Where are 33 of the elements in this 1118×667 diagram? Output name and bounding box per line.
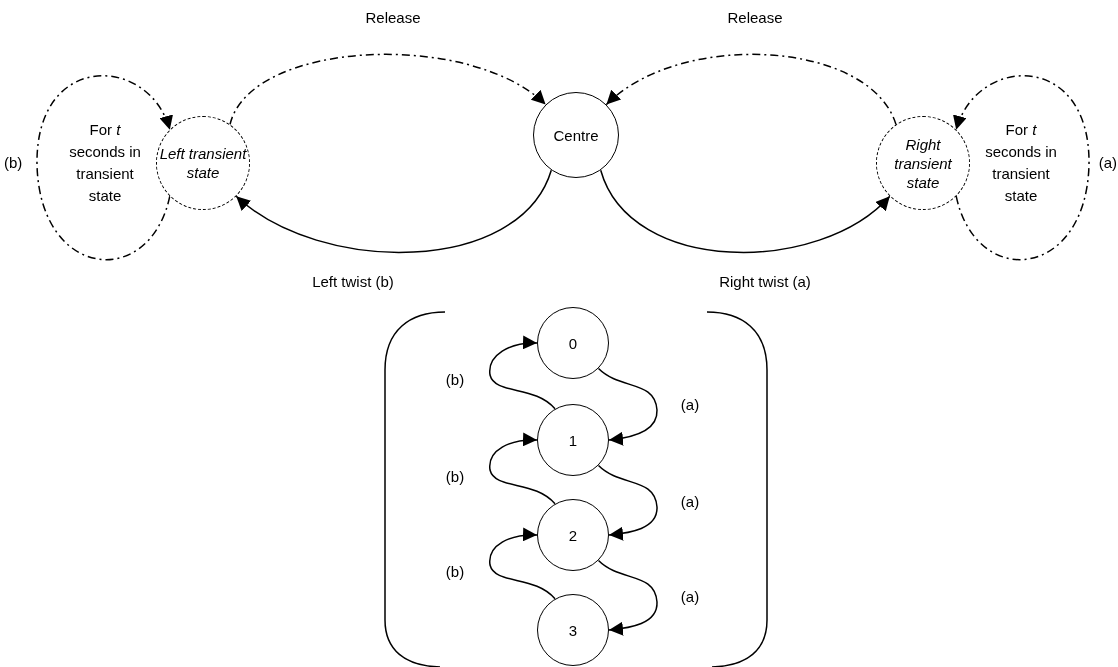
edge-label: (a) [679,492,701,512]
arrow [489,528,556,600]
edge-label: For t seconds in transient state [68,120,142,206]
arrow [954,75,1090,261]
edge-label: (b) [444,467,466,487]
edge-label: Release [364,8,422,28]
arrow [489,433,556,505]
edge-label: (a) [679,395,701,415]
transition-label: (b) [4,153,23,173]
edge-label: (b) [444,562,466,582]
state-label: Right transient state [893,134,953,192]
edge-label: Release [726,8,784,28]
arrow [599,169,891,253]
state-label: Left transient state [158,144,248,182]
edge-label: (a) [679,587,701,607]
state-label: 3 [568,620,578,640]
edge-label: Right twist (a) [718,272,812,292]
arrow [489,336,556,410]
arrow [229,53,547,126]
state-label: 2 [568,525,578,545]
state-label: 1 [568,430,578,450]
arrow [597,559,658,636]
edge-label: (b) [444,370,466,390]
state-label: Centre [553,125,599,145]
arrow [235,169,553,253]
edge-label: Left twist (b) [311,272,395,292]
arrow [36,75,172,261]
arrow [597,367,658,446]
edge-label: For t seconds in transient state [984,120,1058,206]
transition-label: (a) [1098,153,1117,173]
state-label: 0 [568,333,578,353]
arrow [605,53,897,126]
arrow [597,464,658,541]
